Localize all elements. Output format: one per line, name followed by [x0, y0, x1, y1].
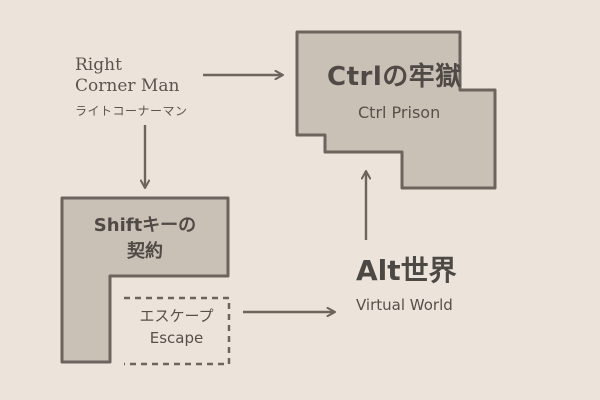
ctrl-prison-box — [295, 30, 497, 190]
right-corner-man-jp: ライトコーナーマン — [75, 104, 188, 118]
shift-contract-line2: 契約 — [127, 241, 163, 262]
shift-contract-box — [60, 196, 230, 364]
escape-dashed-box — [124, 296, 231, 366]
alt-world-title: Alt世界 — [356, 254, 457, 287]
escape-label-jp: エスケープ — [139, 307, 214, 325]
ctrl-prison-subtitle: Ctrl Prison — [358, 103, 441, 122]
shift-contract-title: Shiftキーの 契約 — [62, 213, 228, 265]
right-corner-man-line2: Corner Man — [75, 76, 180, 96]
shift-contract-line1: Shiftキーの — [93, 215, 197, 236]
escape-label: エスケープ Escape — [124, 305, 229, 349]
alt-world-subtitle: Virtual World — [356, 296, 453, 314]
right-corner-man-label: Right Corner Man — [75, 55, 179, 97]
escape-label-en: Escape — [149, 329, 204, 347]
ctrl-prison-title: Ctrlの牢獄 — [327, 62, 462, 92]
right-corner-man-line1: Right — [75, 55, 122, 75]
